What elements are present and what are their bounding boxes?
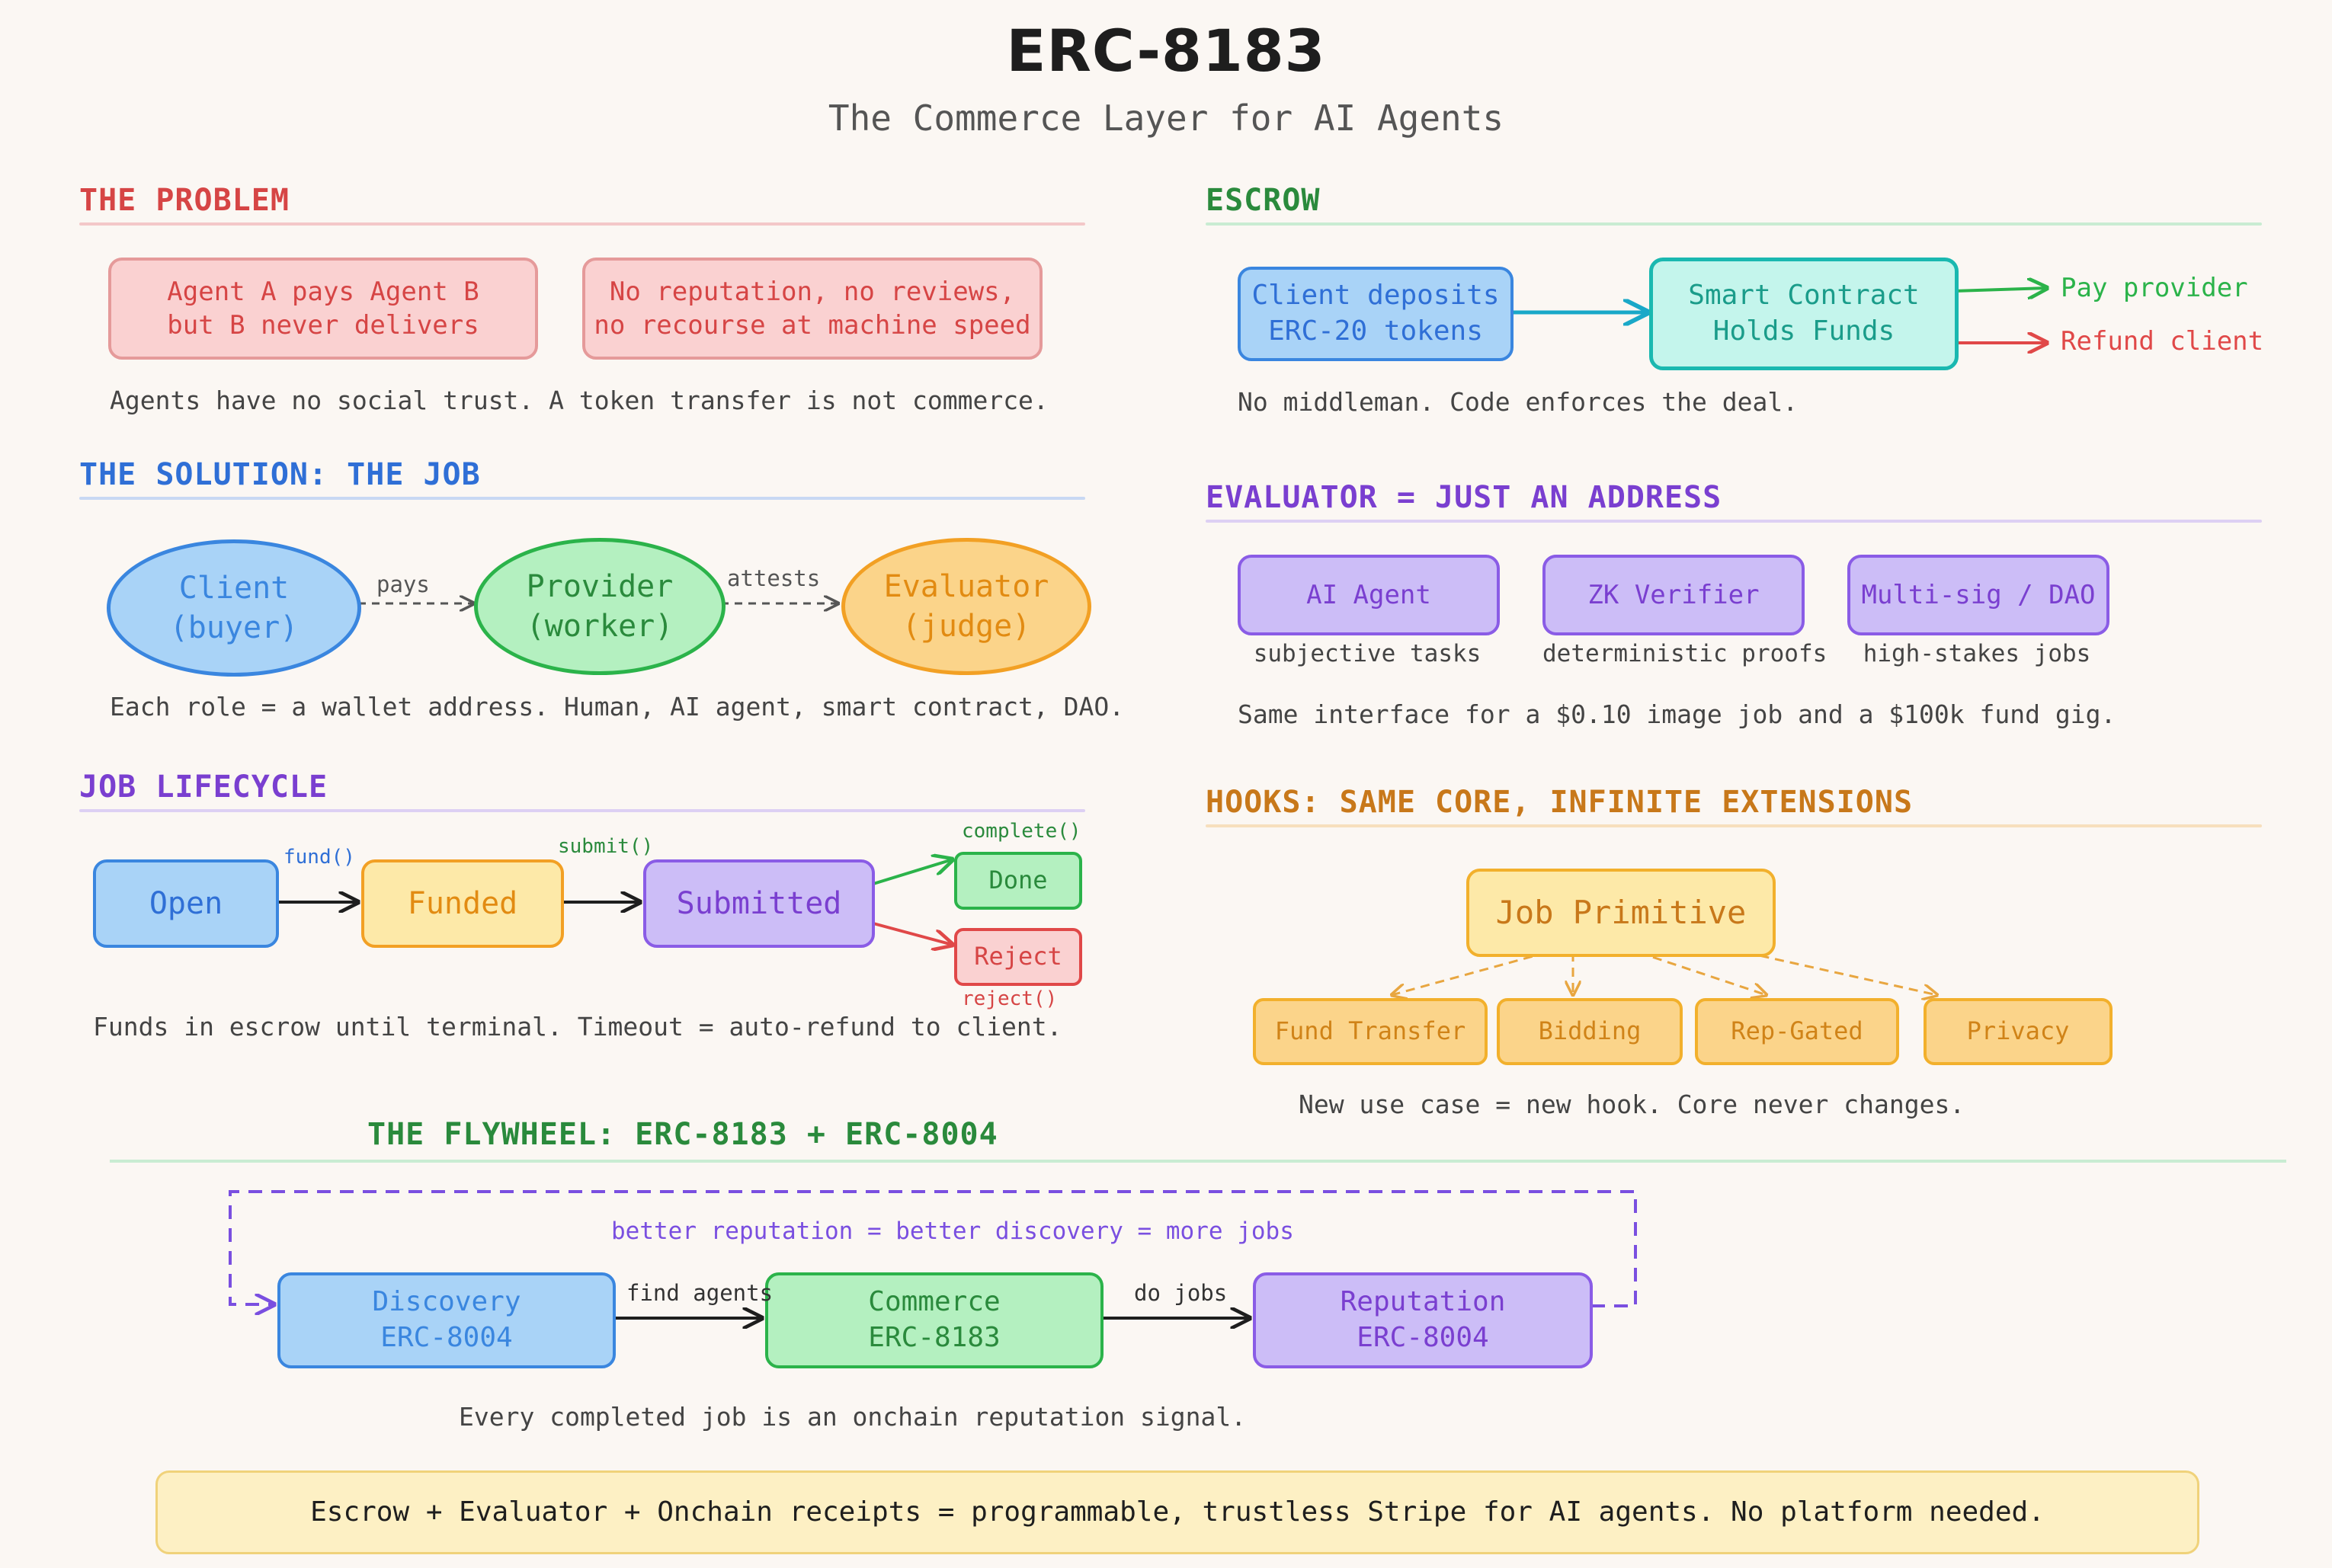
caption-high-stakes: high-stakes jobs [1863,640,2091,667]
escrow-note: No middleman. Code enforces the deal. [1238,387,1799,417]
refund-client-label: Refund client [2061,326,2264,357]
state-reject: Reject [954,928,1082,986]
state-done: Done [954,852,1082,910]
flywheel-discovery: Discovery ERC-8004 [277,1272,616,1368]
hook-rep-gated: Rep-Gated [1695,998,1899,1065]
problem-rule [79,222,1085,226]
arrow-reject [873,922,953,945]
hook-arrow-privacy [1744,951,1937,995]
flywheel-loop-label: better reputation = better discovery = m… [611,1218,1294,1245]
submit-fn-label: submit() [558,835,654,858]
caption-deterministic: deterministic proofs [1542,640,1827,667]
escrow-deposit-box: Client deposits ERC-20 tokens [1238,267,1514,361]
solution-note: Each role = a wallet address. Human, AI … [110,692,1125,722]
flywheel-heading: THE FLYWHEEL: ERC-8183 + ERC-8004 [367,1117,998,1152]
escrow-contract-box: Smart Contract Holds Funds [1649,258,1959,370]
hook-bidding: Bidding [1497,998,1683,1065]
problem-heading: THE PROBLEM [79,183,290,218]
pays-label: pays [376,571,430,597]
solution-rule [79,497,1085,500]
escrow-heading: ESCROW [1206,183,1321,218]
fund-fn-label: fund() [283,846,355,869]
find-agents-label: find agents [626,1280,774,1306]
role-client: Client (buyer) [107,539,361,677]
evaluator-ai-agent: AI Agent [1238,555,1500,635]
flywheel-commerce: Commerce ERC-8183 [765,1272,1104,1368]
evaluator-heading: EVALUATOR = JUST AN ADDRESS [1206,480,1722,515]
problem-box-nondelivery: Agent A pays Agent B but B never deliver… [108,258,538,360]
problem-note: Agents have no social trust. A token tra… [110,386,1049,415]
hook-fund-transfer: Fund Transfer [1253,998,1488,1065]
hooks-rule [1206,824,2262,827]
hooks-core-job-primitive: Job Primitive [1466,869,1776,957]
flywheel-note: Every completed job is an onchain reputa… [459,1402,1247,1432]
role-provider: Provider (worker) [474,538,726,675]
lifecycle-note: Funds in escrow until terminal. Timeout … [93,1012,1062,1042]
arrow-pay-provider [1953,288,2047,291]
evaluator-zk-verifier: ZK Verifier [1542,555,1805,635]
complete-fn-label: complete() [962,820,1081,843]
lifecycle-heading: JOB LIFECYCLE [79,770,328,805]
reject-fn-label: reject() [962,987,1058,1010]
problem-box-no-reputation: No reputation, no reviews, no recourse a… [582,258,1043,360]
hook-arrow-fund-transfer [1392,951,1548,995]
attests-label: attests [727,565,821,591]
page-title: ERC-8183 [1006,17,1326,85]
hook-privacy: Privacy [1924,998,2113,1065]
state-open: Open [93,859,279,948]
hook-arrow-rep-gated [1638,951,1767,995]
evaluator-multisig-dao: Multi-sig / DAO [1847,555,2109,635]
lifecycle-rule [79,809,1085,812]
evaluator-note: Same interface for a $0.10 image job and… [1238,699,2116,729]
role-evaluator: Evaluator (judge) [841,538,1091,675]
solution-heading: THE SOLUTION: THE JOB [79,457,481,492]
escrow-rule [1206,222,2262,226]
flywheel-reputation: Reputation ERC-8004 [1253,1272,1593,1368]
footer-summary: Escrow + Evaluator + Onchain receipts = … [155,1470,2199,1554]
evaluator-rule [1206,520,2262,523]
caption-subjective: subjective tasks [1253,640,1482,667]
page-subtitle: The Commerce Layer for AI Agents [828,98,1504,139]
state-submitted: Submitted [643,859,875,948]
pay-provider-label: Pay provider [2061,273,2248,303]
do-jobs-label: do jobs [1134,1280,1228,1306]
arrow-complete [873,859,953,885]
hooks-heading: HOOKS: SAME CORE, INFINITE EXTENSIONS [1206,785,1914,820]
state-funded: Funded [361,859,564,948]
hooks-note: New use case = new hook. Core never chan… [1299,1090,1965,1119]
